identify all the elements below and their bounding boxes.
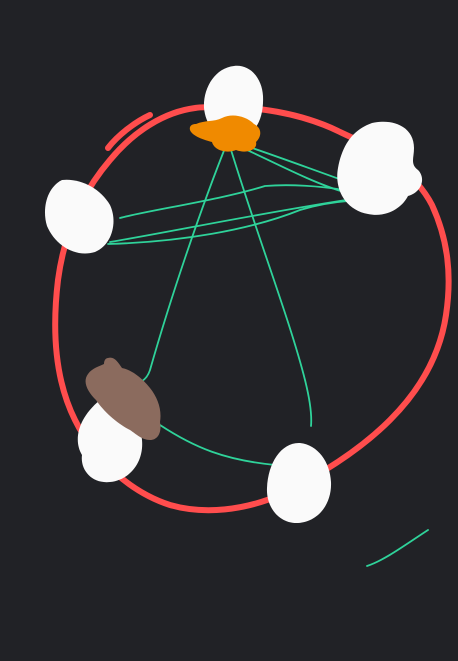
node-top-right	[337, 121, 423, 215]
edge-top-to-bottom-right	[227, 139, 313, 427]
red-ring-overlap	[105, 112, 153, 151]
edge-brown-mark-to-bottom-right	[159, 424, 276, 466]
brown-scribble	[85, 357, 161, 440]
edge-top-to-brown-mark	[139, 137, 230, 383]
orange-scribble	[189, 115, 261, 152]
edge-left-to-top-right-c	[107, 200, 349, 245]
node-left	[44, 179, 114, 254]
nodes	[44, 65, 423, 524]
edge-left-to-top-right-b	[109, 199, 347, 243]
red-ring	[52, 104, 452, 514]
stray-stroke	[366, 529, 429, 567]
edge-left-to-top-right-a	[119, 184, 345, 219]
node-bottom-right	[266, 442, 332, 524]
